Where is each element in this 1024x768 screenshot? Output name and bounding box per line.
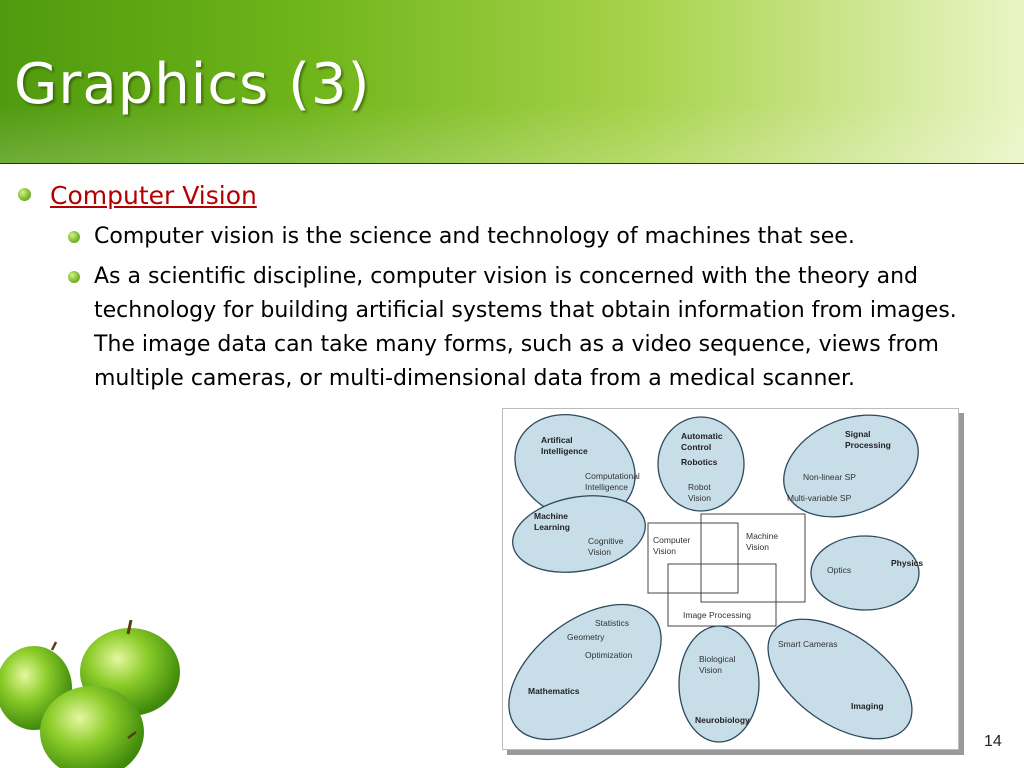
smart-cameras-label: Smart Cameras (778, 639, 838, 649)
bio-label-2: Vision (699, 665, 722, 675)
imaging-label: Imaging (851, 701, 884, 711)
sub-bullet-text: As a scientific discipline, computer vis… (94, 264, 957, 391)
computational-label-1: Computational (585, 471, 640, 481)
neurobiology-label: Neurobiology (695, 715, 750, 725)
mv-label-1: Machine (746, 531, 778, 541)
neuro-ellipse (678, 625, 760, 743)
control-label-2: Control (681, 442, 711, 452)
cognitive-label-1: Cognitive (588, 536, 624, 546)
ai-label-2: Intelligence (541, 446, 588, 456)
ml-label-2: Learning (534, 522, 570, 532)
sub-bullet-list: Computer vision is the science and techn… (60, 220, 990, 396)
bullet-item-computer-vision: Computer Vision Computer vision is the s… (14, 180, 990, 396)
sub-bullet-item: As a scientific discipline, computer vis… (60, 260, 990, 396)
robot-label-2: Vision (688, 493, 711, 503)
ml-label-1: Machine (534, 511, 568, 521)
signal-label-1: Signal (845, 429, 871, 439)
physics-label: Physics (891, 558, 923, 568)
math-ellipse (508, 603, 662, 741)
statistics-label: Statistics (595, 618, 629, 628)
signal-label-2: Processing (845, 440, 891, 450)
bullet-list: Computer Vision Computer vision is the s… (14, 180, 990, 402)
machine-vision-box (700, 513, 806, 603)
control-ellipse (657, 416, 745, 512)
bullet-icon (68, 231, 80, 243)
optimization-label: Optimization (585, 650, 633, 660)
robot-label-1: Robot (688, 482, 711, 492)
optics-label: Optics (827, 565, 851, 575)
cv-label-2: Vision (653, 546, 676, 556)
cognitive-label-2: Vision (588, 547, 611, 557)
apple-shape (40, 686, 144, 768)
mathematics-label: Mathematics (528, 686, 580, 696)
robotics-label: Robotics (681, 457, 718, 467)
diagram-svg: Artifical Intelligence Computational Int… (508, 414, 923, 743)
page-number: 14 (984, 733, 1002, 750)
bullet-icon (68, 271, 80, 283)
ai-label-1: Artifical (541, 435, 573, 445)
ml-ellipse (512, 495, 646, 573)
mv-label-2: Vision (746, 542, 769, 552)
slide-title: Graphics (3) (14, 52, 371, 117)
apple-stem (50, 641, 58, 651)
multivariable-label: Multi-variable SP (787, 493, 852, 503)
title-bar: Graphics (3) (0, 0, 1024, 164)
computer-vision-link[interactable]: Computer Vision (50, 181, 257, 210)
geometry-label: Geometry (567, 632, 605, 642)
bullet-icon (18, 188, 31, 201)
computer-vision-diagram: Artifical Intelligence Computational Int… (502, 408, 959, 750)
physics-ellipse (810, 535, 920, 611)
control-label-1: Automatic (681, 431, 723, 441)
apple-stem (126, 620, 133, 635)
apple-stem (127, 731, 137, 739)
sub-bullet-item: Computer vision is the science and techn… (60, 220, 990, 254)
cv-label-1: Computer (653, 535, 690, 545)
imaging-ellipse (767, 618, 913, 740)
computational-label-2: Intelligence (585, 482, 628, 492)
computer-vision-box (647, 522, 739, 594)
image-processing-label: Image Processing (683, 610, 751, 620)
green-apples-image (0, 620, 180, 768)
nonlinear-label: Non-linear SP (803, 472, 856, 482)
signal-ellipse (783, 414, 919, 518)
sub-bullet-text: Computer vision is the science and techn… (94, 224, 855, 249)
bio-label-1: Biological (699, 654, 735, 664)
